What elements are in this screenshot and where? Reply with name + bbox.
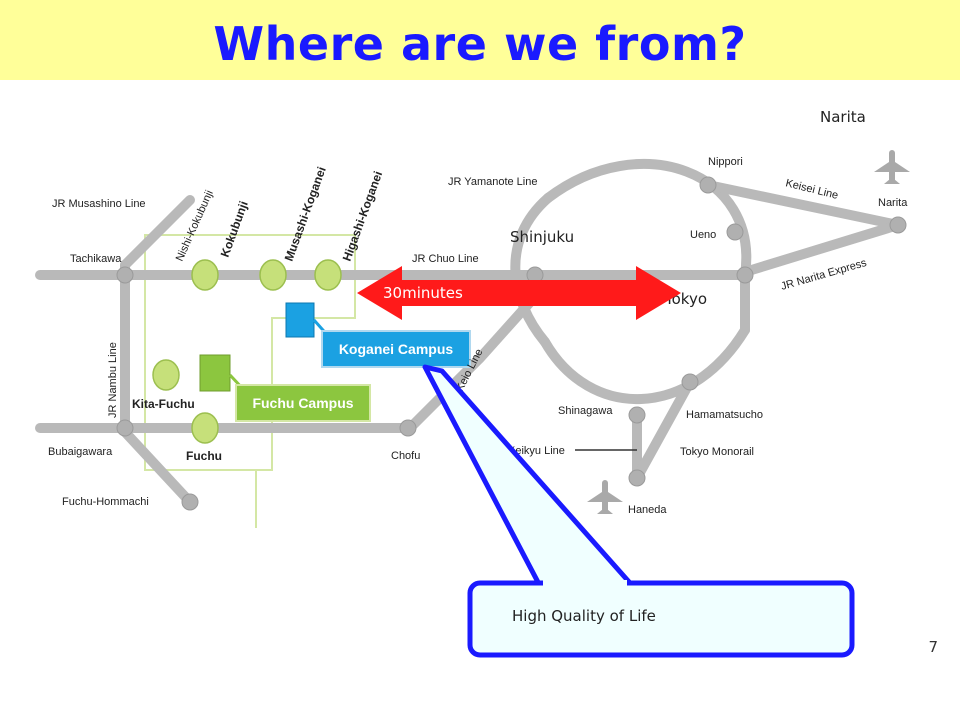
station-label-fuchu: Fuchu <box>186 449 222 463</box>
jr-narita-express-track <box>740 220 903 277</box>
station-dot-chofu <box>399 419 417 437</box>
shinjuku-label: Shinjuku <box>510 228 574 246</box>
station-dot-bubaigawara <box>116 419 134 437</box>
station-kita-fuchu <box>152 359 180 391</box>
line-label-jr-chuo: JR Chuo Line <box>412 253 479 265</box>
jr-nambu-line-track <box>120 427 195 507</box>
station-dot-ueno <box>726 223 744 241</box>
station-dot-fuchu-hommachi <box>181 493 199 511</box>
line-label-jr-nambu: JR Nambu Line <box>107 342 119 418</box>
airplane-icon <box>874 150 910 184</box>
station-label-nippori: Nippori <box>708 156 743 168</box>
koganei-campus-marker <box>285 302 315 338</box>
station-dot-shinagawa <box>628 406 646 424</box>
line-label-keikyu: Keikyu Line <box>508 445 565 457</box>
jr-yamanote-line-south <box>540 325 750 404</box>
airplane-icon <box>587 480 623 514</box>
travel-time-label: 30minutes <box>383 284 463 302</box>
rail-lines <box>35 159 903 507</box>
station-label-kokubunji: Kokubunji <box>218 199 251 259</box>
station-dot-narita <box>889 216 907 234</box>
station-higashi-koganei <box>314 259 342 291</box>
station-label-bubaigawara: Bubaigawara <box>48 446 113 458</box>
station-dot-nippori <box>699 176 717 194</box>
fuchu-campus-box <box>235 384 371 422</box>
callout-pointer <box>422 364 632 588</box>
station-label-shinagawa: Shinagawa <box>558 405 613 417</box>
station-label-chofu: Chofu <box>391 450 420 462</box>
keio-line-track <box>405 295 537 433</box>
station-label-higashi-koganei: Higashi-Koganei <box>340 169 386 263</box>
station-label-fuchu-hommachi: Fuchu-Hommachi <box>62 496 149 508</box>
jr-musashino-line-track <box>120 195 195 270</box>
fuchu-campus-marker <box>199 354 231 392</box>
station-dot-hamamatsucho <box>681 373 699 391</box>
map-fade-top-right <box>770 80 960 210</box>
callout-box <box>467 580 855 658</box>
station-label-kita-fuchu: Kita-Fuchu <box>132 397 195 411</box>
station-label-tachikawa: Tachikawa <box>70 253 122 265</box>
koganei-campus-label: Koganei Campus <box>339 341 454 357</box>
line-label-jr-yamanote: JR Yamanote Line <box>448 176 537 188</box>
narita-label: Narita <box>820 108 866 126</box>
line-label-jr-musashino: JR Musashino Line <box>52 198 146 210</box>
campus-area-outline <box>144 234 356 471</box>
station-dot-haneda <box>628 469 646 487</box>
callout-pointer-fill <box>425 367 630 588</box>
station-label-narita: Narita <box>878 197 908 209</box>
station-fuchu <box>191 412 219 444</box>
line-label-tokyo-monorail: Tokyo Monorail <box>680 446 754 458</box>
station-dot-tachikawa <box>116 266 134 284</box>
callout-text: High Quality of Life <box>512 607 656 625</box>
jr-yamanote-line-north <box>543 159 752 280</box>
slide-title: Where are we from? <box>213 17 747 71</box>
callout-join <box>543 580 627 588</box>
station-label-ueno: Ueno <box>690 229 716 241</box>
station-kokubunji <box>191 259 219 291</box>
station-label-musashi-koganei: Musashi-Koganei <box>282 165 329 263</box>
keisei-line-track <box>703 180 903 230</box>
station-dot-tokyo <box>736 266 754 284</box>
travel-time-arrow <box>357 266 681 320</box>
station-label-hamamatsucho: Hamamatsucho <box>686 409 763 421</box>
title-bar <box>0 0 960 80</box>
station-dots <box>116 176 907 511</box>
slide-number: 7 <box>928 638 938 656</box>
station-musashi-koganei <box>259 259 287 291</box>
campus-stations <box>152 259 342 444</box>
koganei-campus-box <box>321 330 471 368</box>
fuchu-campus-label: Fuchu Campus <box>252 395 353 411</box>
station-label-haneda: Haneda <box>628 504 667 516</box>
tokyo-monorail-track <box>632 377 695 483</box>
